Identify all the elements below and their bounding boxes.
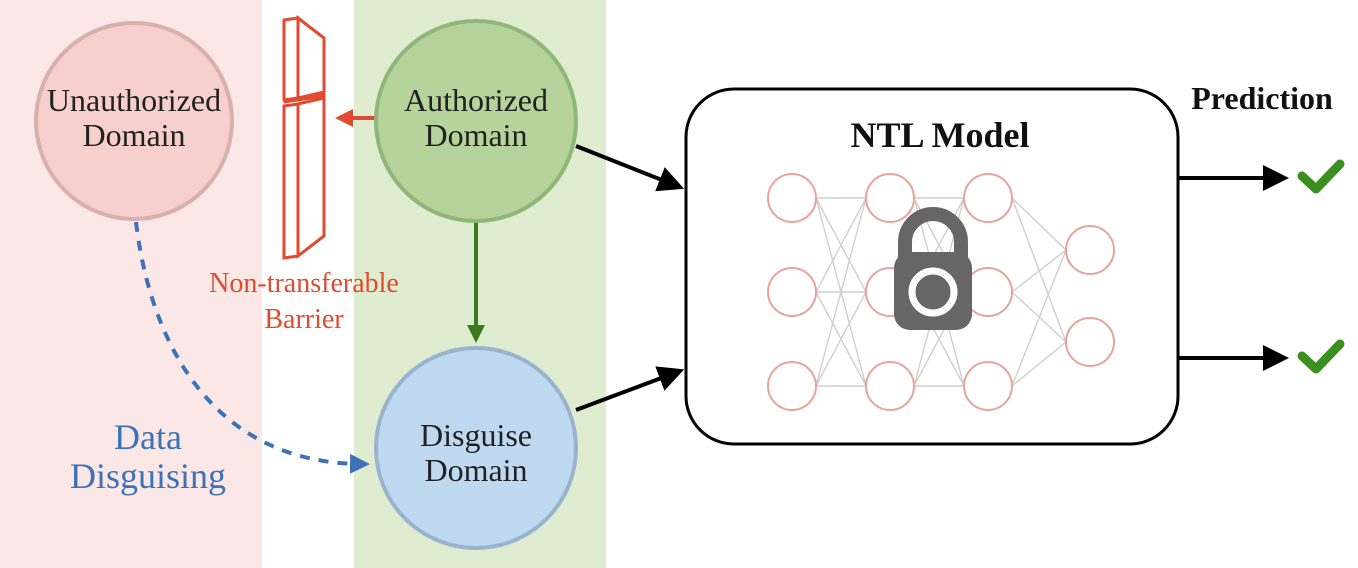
check-icon bbox=[1297, 339, 1345, 374]
barrier-label-line1: Non-transferable bbox=[209, 268, 399, 299]
network-edge bbox=[815, 291, 867, 387]
disguising-label-line2: Disguising bbox=[70, 456, 226, 496]
lock-icon bbox=[894, 207, 972, 330]
disguise-label-line2: Domain bbox=[424, 452, 527, 488]
disguising-label-line1: Data bbox=[114, 417, 182, 457]
authorized-label-line2: Domain bbox=[424, 117, 527, 153]
disguise-label-line1: Disguise bbox=[420, 417, 532, 453]
disguise-to-model-arrow bbox=[575, 366, 685, 412]
network-neuron bbox=[865, 361, 915, 411]
unauthorized-label-line2: Domain bbox=[82, 117, 185, 153]
network-neuron bbox=[1065, 225, 1115, 275]
network-neuron bbox=[963, 361, 1013, 411]
barrier-wall-icon bbox=[282, 14, 326, 260]
disguising-arrow bbox=[134, 221, 370, 474]
network-neuron bbox=[767, 361, 817, 411]
network-edge bbox=[1011, 249, 1067, 293]
unauthorized-label-line1: Unauthorized bbox=[47, 82, 221, 118]
network-edge bbox=[1011, 341, 1067, 387]
check-icon bbox=[1297, 159, 1345, 194]
network-edge bbox=[1011, 249, 1067, 387]
network-neuron bbox=[1065, 317, 1115, 367]
network-edges bbox=[815, 197, 1067, 387]
network-neuron bbox=[767, 267, 817, 317]
network-neuron bbox=[767, 173, 817, 223]
network-edge bbox=[815, 197, 867, 387]
network-edge bbox=[815, 197, 867, 293]
network-edge bbox=[1011, 197, 1067, 343]
authorized-domain-node bbox=[374, 19, 578, 223]
barrier-label-line2: Barrier bbox=[264, 304, 344, 335]
disguise-domain-node bbox=[374, 346, 578, 550]
authorized-label-line1: Authorized bbox=[404, 82, 548, 118]
prediction-title: Prediction bbox=[1191, 80, 1333, 116]
network-neuron bbox=[963, 173, 1013, 223]
authorized-to-model-arrow bbox=[575, 144, 685, 192]
network-edge bbox=[1011, 197, 1067, 251]
network-neuron bbox=[865, 173, 915, 223]
ntl-model-title: NTL Model bbox=[850, 115, 1029, 155]
unauthorized-domain-node bbox=[34, 21, 234, 221]
